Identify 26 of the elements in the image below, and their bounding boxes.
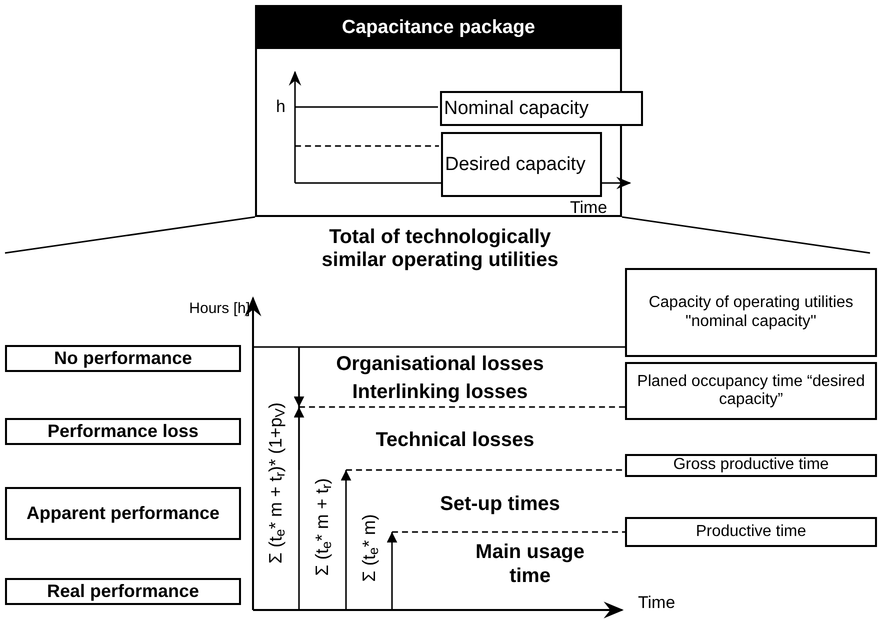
capacity-box: Gross productive time bbox=[625, 454, 877, 477]
region-label: Interlinking losses bbox=[351, 380, 529, 404]
capacity-box: Capacity of operating utilities "nominal capacity'' bbox=[625, 268, 877, 357]
package-header: Capacitance package bbox=[257, 7, 620, 49]
category-box: No performance bbox=[5, 345, 241, 372]
category-box: Real performance bbox=[5, 578, 241, 605]
region-label: Organisational losses bbox=[335, 352, 545, 376]
axis-label: h bbox=[276, 96, 286, 118]
region-label: Main usage time bbox=[474, 540, 586, 588]
capacity-box: Planed occupancy time “desired capacity” bbox=[625, 362, 877, 420]
category-box: Apparent performance bbox=[5, 487, 241, 540]
connector-line bbox=[346, 469, 625, 471]
capacity-box: Nominal capacity bbox=[440, 91, 643, 126]
region-label: Set-up times bbox=[438, 492, 562, 516]
connector-line bbox=[392, 531, 625, 533]
axis-label: Time bbox=[570, 197, 608, 218]
capacity-box: Desired capacity bbox=[441, 132, 602, 197]
capacity-box: Productive time bbox=[625, 517, 877, 547]
region-label: Technical losses bbox=[374, 428, 536, 452]
connector-line bbox=[299, 406, 625, 408]
connector-line bbox=[295, 145, 439, 147]
axis-label: Time bbox=[638, 592, 676, 614]
connector-line bbox=[254, 346, 625, 348]
diagram-title: Total of technologically similar operating utilities bbox=[320, 226, 560, 272]
category-box: Performance loss bbox=[5, 418, 241, 445]
connector-line bbox=[295, 106, 438, 108]
